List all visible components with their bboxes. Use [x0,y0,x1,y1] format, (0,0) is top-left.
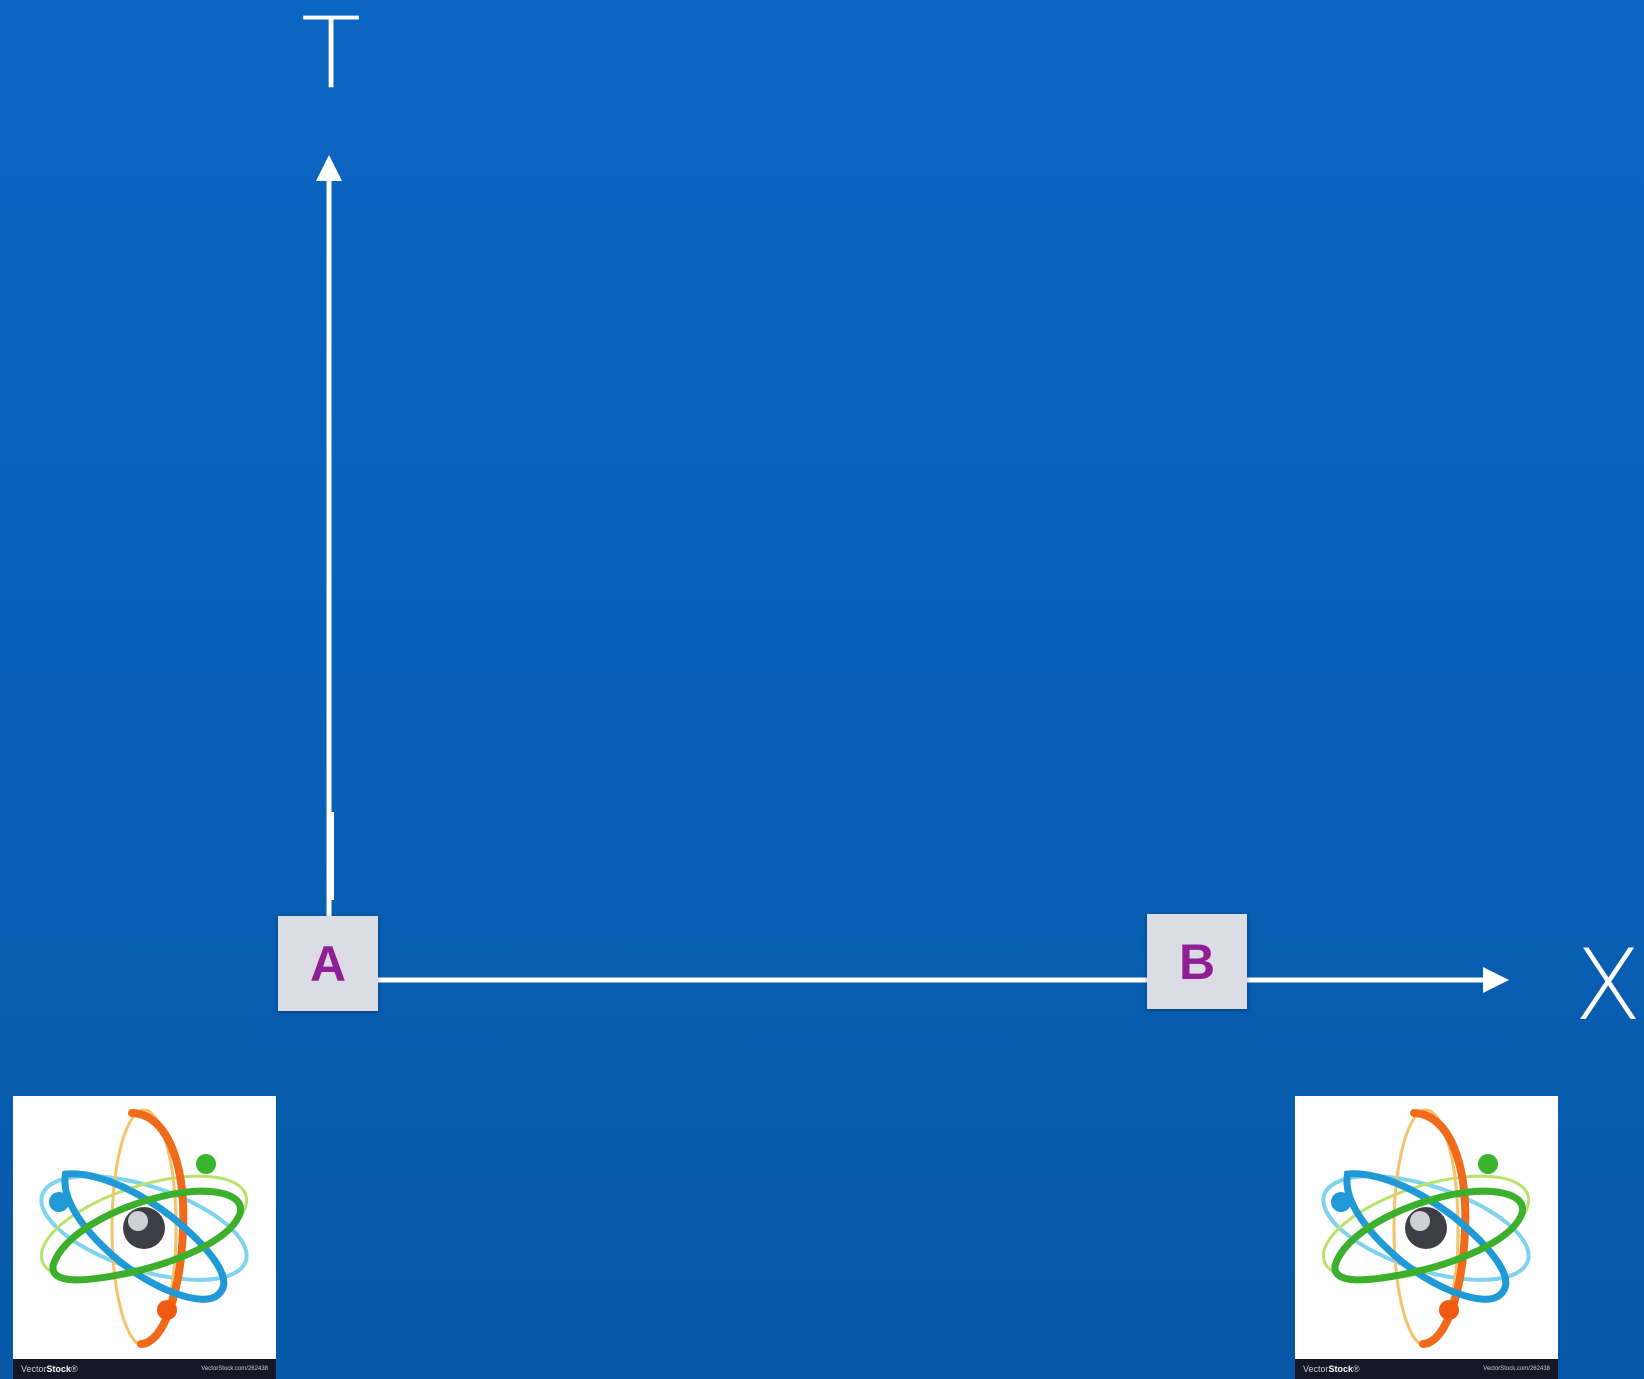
vectorstock-url: VectorStock.com/262438 [201,1366,268,1372]
vectorstock-url: VectorStock.com/262438 [1483,1366,1550,1372]
atom-icon [39,1108,249,1348]
event-a-label: A [309,935,347,992]
event-b-box: B [1147,914,1247,1009]
atom-image-right: VectorStock® VectorStock.com/262438 [1295,1096,1558,1379]
atom-image-left: VectorStock® VectorStock.com/262438 [13,1096,276,1379]
image-footer: VectorStock® VectorStock.com/262438 [1295,1359,1558,1379]
vectorstock-logo: VectorStock® [21,1364,78,1374]
image-footer: VectorStock® VectorStock.com/262438 [13,1359,276,1379]
x-axis-arrowhead [1483,967,1509,993]
t-axis-label: T [301,0,361,111]
x-axis-label: X [1574,929,1641,1043]
vectorstock-logo: VectorStock® [1303,1364,1360,1374]
t-axis-arrowhead [316,155,342,181]
atom-icon [1321,1108,1531,1348]
event-b-label: B [1178,933,1216,990]
event-a-box: A [278,916,378,1011]
